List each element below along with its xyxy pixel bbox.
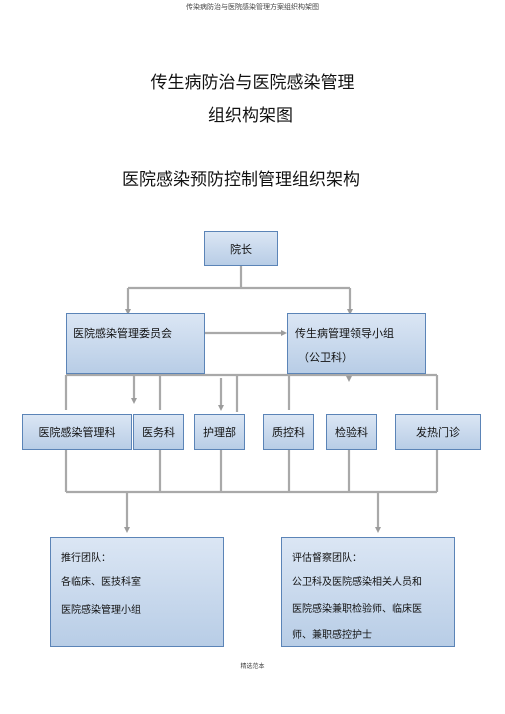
execution-team-line: 各临床、医技科室: [61, 577, 141, 588]
page-footer: 精选范本: [240, 663, 265, 670]
node-leading-group-line2: （公卫科）: [298, 351, 353, 364]
document-title-line2: 组织构架图: [208, 106, 293, 126]
document-title-line1: 传生病防治与医院感染管理: [150, 73, 355, 93]
node-committee-label: 医院感染管理委员会: [73, 327, 172, 340]
node-dept-quality-control: 质控科: [263, 414, 314, 450]
node-dept-fever-clinic: 发热门诊: [395, 414, 481, 450]
node-committee: 医院感染管理委员会: [66, 313, 205, 374]
page-header: 传染病防治与医院感染管理方案组织构架图: [186, 3, 319, 11]
node-president-label: 院长: [230, 242, 252, 256]
node-leading-group: 传生病管理领导小组 （公卫科）: [287, 313, 426, 374]
node-supervision-team: 评估督察团队： 公卫科及医院感染相关人员和 医院感染兼职检验师、临床医 师、兼职…: [281, 537, 455, 647]
execution-team-line: 医院感染管理小组: [61, 605, 141, 616]
dept-label: 医院感染管理科: [38, 426, 116, 439]
node-dept-medical-affairs: 医务科: [133, 414, 184, 450]
dept-label: 医务科: [142, 426, 175, 439]
node-dept-nursing: 护理部: [194, 414, 245, 450]
node-leading-group-line1: 传生病管理领导小组: [295, 327, 394, 340]
dept-label: 发热门诊: [416, 426, 460, 439]
dept-label: 检验科: [335, 426, 368, 439]
supervision-team-line: 医院感染兼职检验师、临床医: [292, 604, 422, 615]
node-execution-team: 推行团队： 各临床、医技科室 医院感染管理小组: [50, 537, 224, 647]
node-president: 院长: [204, 231, 278, 266]
node-dept-infection-control: 医院感染管理科: [22, 414, 132, 450]
supervision-team-line: 评估督察团队：: [292, 553, 362, 564]
dept-label: 护理部: [203, 426, 236, 439]
diagram-subtitle: 医院感染预防控制管理组织架构: [122, 170, 360, 190]
dept-label: 质控科: [272, 426, 305, 439]
node-dept-laboratory: 检验科: [326, 414, 377, 450]
execution-team-line: 推行团队：: [61, 553, 111, 564]
supervision-team-line: 师、兼职感控护士: [292, 630, 372, 641]
supervision-team-line: 公卫科及医院感染相关人员和: [292, 577, 422, 588]
